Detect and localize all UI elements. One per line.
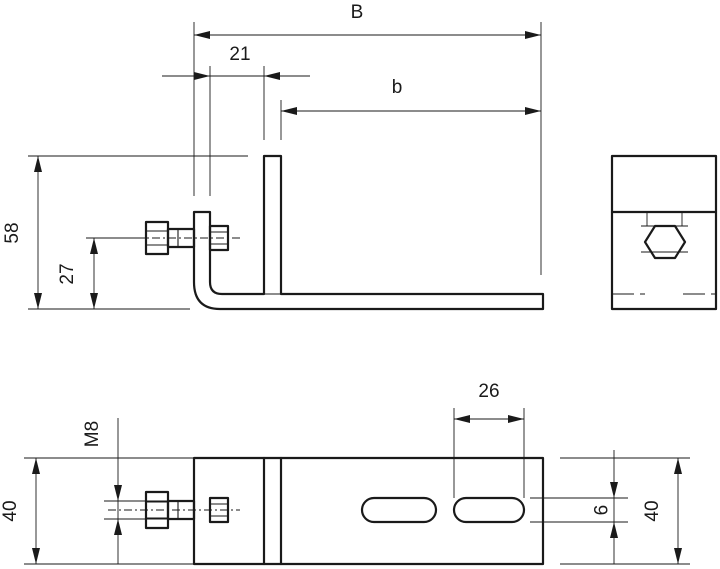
bolt-top <box>108 490 240 530</box>
top-view-outline <box>192 456 545 566</box>
dim-overall-length: B <box>193 2 542 275</box>
dim-label-26: 26 <box>478 381 499 402</box>
hex-nut-icon <box>643 224 687 260</box>
dim-label-9: 9 <box>589 505 610 516</box>
end-view <box>610 154 718 311</box>
dim-label-40-right: 40 <box>642 500 663 521</box>
dim-slot-length: 26 <box>453 381 525 498</box>
dim-label-21: 21 <box>229 44 250 65</box>
dim-label-M8: M8 <box>82 421 103 447</box>
dim-label-B: B <box>351 2 364 23</box>
dim-slot-width: 9 <box>530 450 628 564</box>
slot-left <box>360 496 438 524</box>
slot-right <box>452 496 526 524</box>
dim-bolt-height: 27 <box>57 237 146 309</box>
dim-thread: M8 <box>82 418 168 564</box>
dim-label-27: 27 <box>57 263 78 284</box>
dim-label-b: b <box>392 77 403 98</box>
dim-label-40-left: 40 <box>0 500 21 521</box>
end-view-outline <box>610 154 718 311</box>
dim-label-58: 58 <box>2 222 23 243</box>
dim-width-left: 40 <box>0 457 194 565</box>
dim-width-right: 40 <box>560 457 690 565</box>
dim-slot-span: b <box>280 77 541 140</box>
dim-height-total: 58 <box>2 155 248 310</box>
bracket-profile <box>192 154 545 311</box>
dim-bolt-offset: 21 <box>162 44 310 196</box>
side-view: B 21 b 58 <box>2 2 545 311</box>
top-view: M8 40 26 9 <box>0 381 690 566</box>
